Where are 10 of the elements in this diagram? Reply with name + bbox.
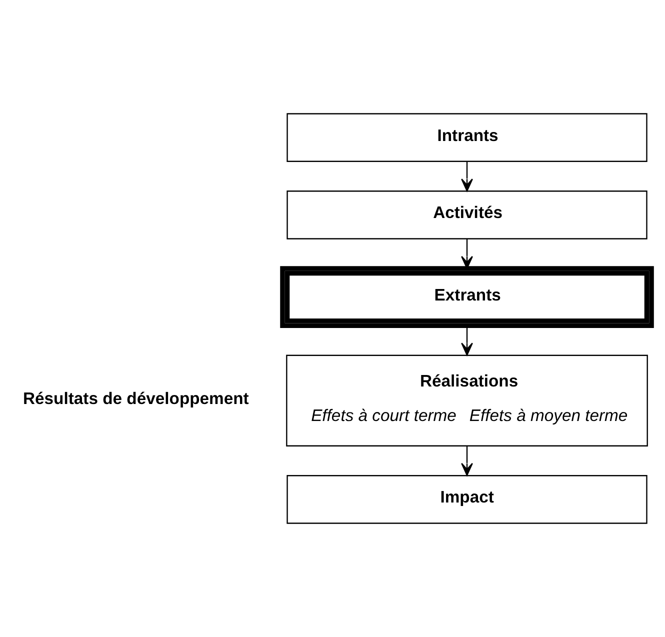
arrow [461, 446, 473, 476]
label: Résultats de développement [23, 388, 249, 408]
node-box: Intrants [286, 113, 648, 162]
arrow [461, 162, 473, 192]
arrow [461, 238, 473, 269]
node-box: Réalisations Effets à court terme Effets à moyen terme [286, 354, 648, 446]
node-box: Extrants [280, 266, 654, 328]
node-box: Activités [286, 190, 648, 240]
arrow [461, 326, 473, 356]
node-box: Impact [286, 475, 648, 524]
